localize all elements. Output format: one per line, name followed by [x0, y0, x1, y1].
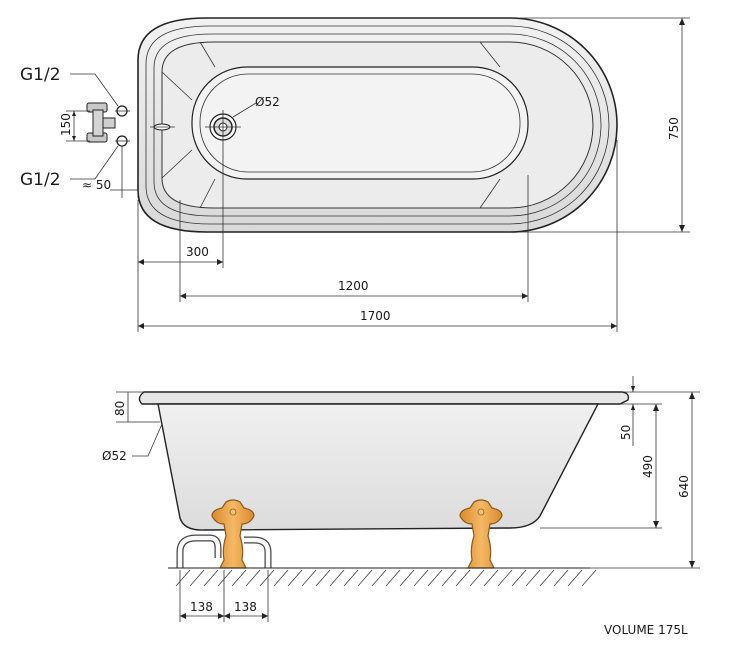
slope-line	[161, 71, 193, 101]
slope-line	[479, 41, 501, 68]
hatch-line	[315, 569, 331, 587]
tub-rim-line-1	[145, 25, 610, 225]
slope-line	[479, 178, 501, 209]
hatch-line	[175, 569, 191, 587]
slope-line	[199, 41, 216, 68]
waste-pipe-icon	[176, 534, 272, 568]
hatch-line	[455, 569, 471, 587]
left-claw-foot-icon	[211, 499, 255, 569]
top-view: Ø52 G1/2 G1/2 150 ≈	[20, 17, 690, 332]
hatch-line	[287, 569, 303, 587]
inlet-offset-label: ≈ 50	[82, 178, 111, 192]
top-offset-label: 50	[619, 425, 633, 440]
hatch-line	[539, 569, 555, 587]
hatch-line	[483, 569, 499, 587]
rim-label: 80	[113, 401, 127, 416]
leg-left-label: 138	[190, 600, 213, 614]
overflow-icon	[150, 123, 175, 131]
hatch-line	[441, 569, 457, 587]
tub-inner-floor-line	[199, 73, 521, 173]
tub-side-body	[157, 403, 600, 531]
inlet-top-label: G1/2	[20, 65, 61, 85]
hatch-line	[427, 569, 443, 587]
hatch-line	[301, 569, 317, 587]
right-claw-foot-icon	[459, 499, 503, 569]
hatch-line	[259, 569, 275, 587]
overflow-leader	[132, 423, 163, 457]
hatch-line	[357, 569, 373, 587]
hatch-line	[497, 569, 513, 587]
drain-leader	[232, 102, 257, 118]
hatch-line	[245, 569, 261, 587]
hatch-line	[385, 569, 401, 587]
inner-length-label: 1200	[338, 279, 369, 293]
hatch-line	[525, 569, 541, 587]
leg-right-label: 138	[234, 600, 257, 614]
hatch-line	[343, 569, 359, 587]
basin-height-label: 490	[641, 455, 655, 478]
faucet-icon	[86, 102, 130, 147]
slope-line	[199, 178, 216, 209]
hatch-line	[329, 569, 345, 587]
side-view: 80 Ø52 50 490 640 138 138	[102, 376, 700, 622]
drain-icon	[205, 110, 241, 145]
hatch-line	[399, 569, 415, 587]
total-height-label: 640	[677, 475, 691, 498]
hatch-line	[189, 569, 205, 587]
inlet-bottom-leader	[70, 145, 119, 180]
hatch-line	[217, 569, 233, 587]
hatch-line	[371, 569, 387, 587]
volume-label: VOLUME 175L	[604, 623, 688, 637]
hatch-line	[413, 569, 429, 587]
hatch-line	[231, 569, 247, 587]
inlet-bottom-label: G1/2	[20, 170, 61, 190]
tub-side-rim	[138, 391, 630, 405]
hatch-line	[581, 569, 597, 587]
hatch-line	[203, 569, 219, 587]
tub-rim-line-2	[153, 33, 602, 217]
overall-length-label: 1700	[360, 309, 391, 323]
tub-inner-floor	[191, 66, 529, 180]
drain-label: Ø52	[255, 95, 280, 109]
hatch-line	[273, 569, 289, 587]
hatch-line	[469, 569, 485, 587]
hatch-line	[553, 569, 569, 587]
drain-offset-label: 300	[186, 245, 209, 259]
width-label: 750	[667, 117, 681, 140]
hatch-line	[567, 569, 583, 587]
slope-line	[161, 149, 193, 179]
inlet-top-leader	[70, 73, 119, 107]
inlet-spacing-label: 150	[59, 113, 73, 136]
hatch-line	[511, 569, 527, 587]
floor-hatch	[175, 569, 597, 587]
overflow-label: Ø52	[102, 449, 127, 463]
